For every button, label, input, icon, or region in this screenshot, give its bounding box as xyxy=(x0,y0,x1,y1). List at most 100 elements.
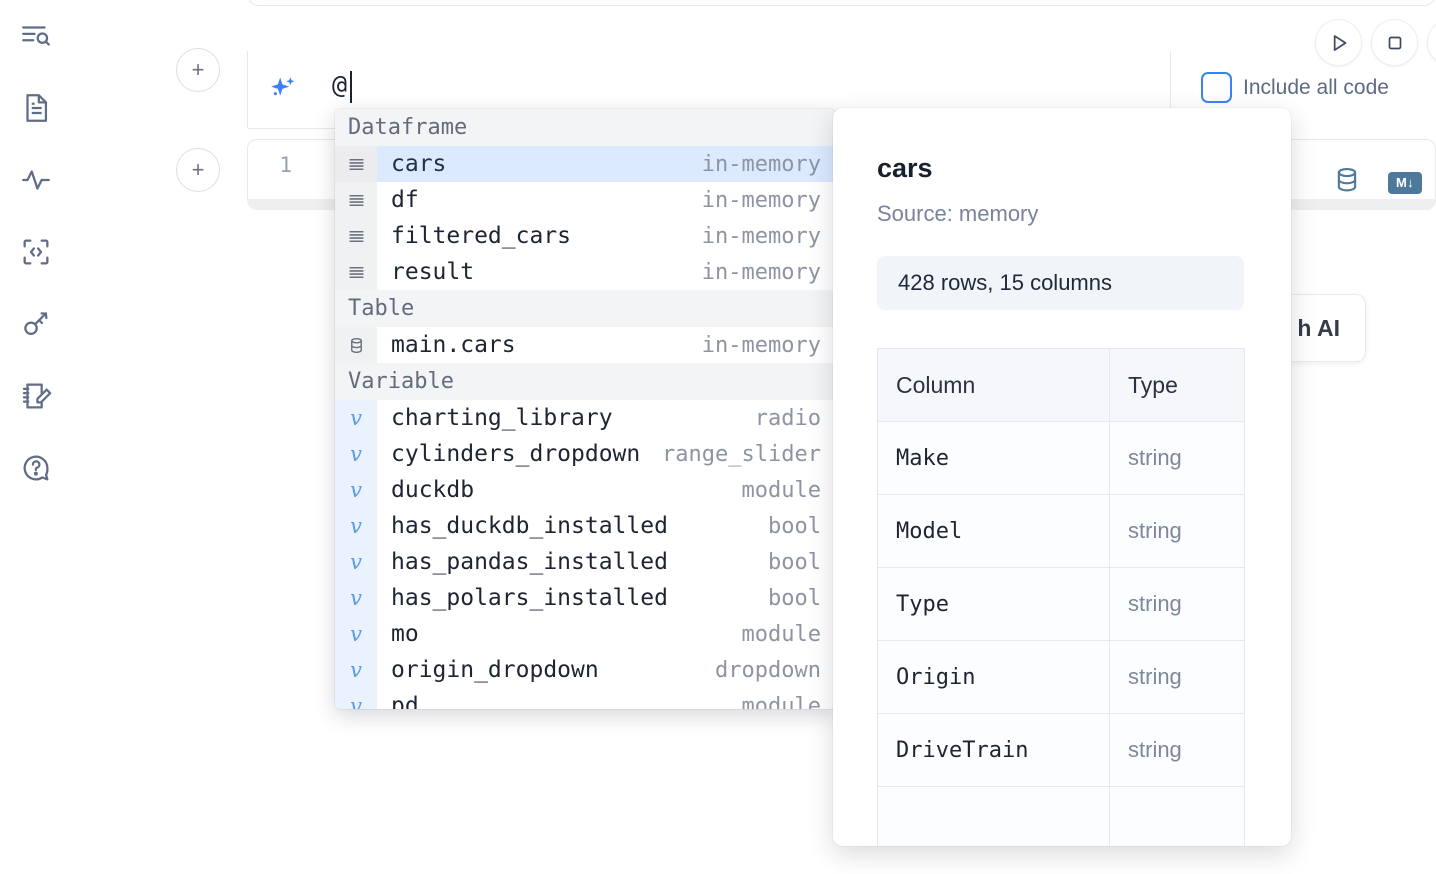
variable-icon: v xyxy=(335,652,377,688)
autocomplete-item-name: main.cars xyxy=(391,332,516,358)
autocomplete-item-type: range_slider xyxy=(662,441,821,467)
autocomplete-item[interactable]: filtered_cars in-memory xyxy=(335,218,835,254)
autocomplete-group-header: Variable xyxy=(335,363,835,400)
database-icon[interactable] xyxy=(1332,165,1362,200)
code-brackets-icon[interactable] xyxy=(16,232,56,272)
schema-column-type: string xyxy=(1109,713,1245,787)
dataframe-rows-icon xyxy=(335,182,377,218)
autocomplete-item-type: bool xyxy=(768,549,821,575)
prompt-value: @ xyxy=(332,70,348,99)
variable-icon: v xyxy=(335,580,377,616)
schema-column-type: string xyxy=(1109,421,1245,495)
schema-column-name: Origin xyxy=(877,640,1110,714)
schema-column-name: DriveTrain xyxy=(877,713,1110,787)
add-cell-button-top[interactable]: + xyxy=(176,48,220,92)
autocomplete-item-name: df xyxy=(391,187,419,213)
autocomplete-item[interactable]: cars in-memory xyxy=(335,146,835,182)
file-text-icon[interactable] xyxy=(16,88,56,128)
schema-column-type xyxy=(1109,786,1245,846)
autocomplete-item-type: in-memory xyxy=(701,259,821,285)
table-header-row: Column Type xyxy=(877,348,1245,422)
variable-icon: v xyxy=(335,472,377,508)
autocomplete-item-type: bool xyxy=(768,513,821,539)
autocomplete-item-type: in-memory xyxy=(701,151,821,177)
autocomplete-item-name: cars xyxy=(391,151,447,177)
stop-button[interactable] xyxy=(1371,19,1418,66)
run-button[interactable] xyxy=(1315,19,1362,66)
autocomplete-item-type: module xyxy=(741,621,821,647)
overflow-button[interactable] xyxy=(1427,19,1436,66)
dataframe-rows-icon xyxy=(335,254,377,290)
key-icon[interactable] xyxy=(16,304,56,344)
left-icon-rail xyxy=(0,0,72,874)
activity-pulse-icon[interactable] xyxy=(16,160,56,200)
include-all-code-checkbox[interactable] xyxy=(1201,72,1232,103)
docs-panel: cars Source: memory 428 rows, 15 columns… xyxy=(833,108,1291,846)
add-cell-button-bottom[interactable]: + xyxy=(176,148,220,192)
text-caret xyxy=(350,71,352,103)
variable-icon: v xyxy=(335,400,377,436)
autocomplete-item-name: filtered_cars xyxy=(391,223,572,249)
schema-column-name: Make xyxy=(877,421,1110,495)
ai-sparkle-icon xyxy=(265,72,301,108)
variable-icon: v xyxy=(335,688,377,709)
autocomplete-item-type: in-memory xyxy=(701,187,821,213)
autocomplete-item-type: module xyxy=(741,477,821,503)
variable-icon: v xyxy=(335,436,377,472)
autocomplete-group-header: Table xyxy=(335,290,835,327)
outline-search-icon[interactable] xyxy=(16,16,56,56)
autocomplete-item-name: has_pandas_installed xyxy=(391,549,668,575)
column-header-column: Column xyxy=(877,348,1110,422)
autocomplete-item-name: result xyxy=(391,259,475,285)
cell-icon-group: M↓ xyxy=(1332,165,1422,200)
variable-icon: v xyxy=(335,616,377,652)
autocomplete-item-name: has_polars_installed xyxy=(391,585,668,611)
notebook-pencil-icon[interactable] xyxy=(16,376,56,416)
autocomplete-item[interactable]: df in-memory xyxy=(335,182,835,218)
column-header-type: Type xyxy=(1109,348,1245,422)
autocomplete-item-type: in-memory xyxy=(701,223,821,249)
schema-column-type: string xyxy=(1109,640,1245,714)
docs-title: cars xyxy=(877,153,933,183)
markdown-icon[interactable]: M↓ xyxy=(1388,171,1422,194)
autocomplete-item[interactable]: v has_pandas_installed bool xyxy=(335,544,835,580)
line-number: 1 xyxy=(279,153,292,177)
schema-column-name xyxy=(877,786,1110,846)
help-chat-icon[interactable] xyxy=(16,448,56,488)
dataframe-rows-icon xyxy=(335,146,377,182)
autocomplete-item-name: mo xyxy=(391,621,419,647)
autocomplete-item-name: charting_library xyxy=(391,405,613,431)
dataframe-rows-icon xyxy=(335,218,377,254)
schema-column-name: Type xyxy=(877,567,1110,641)
autocomplete-item-name: cylinders_dropdown xyxy=(391,441,641,467)
schema-column-type: string xyxy=(1109,567,1245,641)
table-row xyxy=(877,786,1245,846)
previous-cell-card xyxy=(247,0,1436,6)
autocomplete-item-type: module xyxy=(741,693,821,710)
docs-shape-badge: 428 rows, 15 columns xyxy=(877,256,1244,310)
autocomplete-item-name: pd xyxy=(391,693,419,709)
autocomplete-item[interactable]: v cylinders_dropdown range_slider xyxy=(335,436,835,472)
include-all-code-row[interactable]: Include all code xyxy=(1201,72,1389,103)
autocomplete-item-name: duckdb xyxy=(391,477,475,503)
include-all-code-label: Include all code xyxy=(1243,75,1389,99)
variable-icon: v xyxy=(335,508,377,544)
autocomplete-item[interactable]: result in-memory xyxy=(335,254,835,290)
autocomplete-item-name: origin_dropdown xyxy=(391,657,599,683)
variable-icon: v xyxy=(335,544,377,580)
